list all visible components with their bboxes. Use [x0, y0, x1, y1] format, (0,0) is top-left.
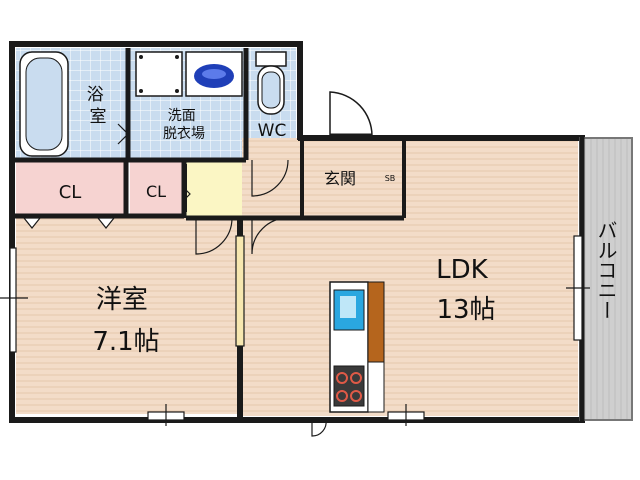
- washbasin-icon: [185, 51, 243, 97]
- closet-large-label: CL: [59, 182, 82, 203]
- balcony-rail: [579, 137, 633, 421]
- kitchen-sink-icon: [333, 289, 365, 331]
- closet-small-floor: [130, 162, 182, 216]
- closet-large-floor: [16, 162, 124, 216]
- washroom-label: 洗面 脱衣場: [163, 108, 205, 142]
- wc-label: WC: [258, 121, 287, 141]
- toilet-icon: [255, 51, 287, 115]
- windows: [0, 235, 590, 426]
- door-swings: [117, 123, 327, 437]
- western-room-label: 洋室 7.1帖: [92, 285, 159, 357]
- closet-small-label: CL: [146, 182, 166, 201]
- washing-machine-icon: [135, 51, 183, 97]
- closet-doors: [22, 217, 116, 229]
- ldk-label-line1: LDK: [436, 255, 489, 285]
- front-door: [329, 91, 373, 139]
- ldk-floor-upper: [404, 138, 578, 218]
- entrance-label: 玄関: [324, 169, 356, 188]
- stove-icon: [333, 365, 365, 407]
- balcony-label: バルコニー: [594, 220, 618, 320]
- bath-label: 浴 室: [87, 85, 109, 127]
- ldk-label-line2: 13帖: [436, 295, 495, 325]
- shoebox-label: SB: [385, 174, 396, 183]
- washroom-label-line1: 洗面: [168, 108, 196, 124]
- ldk-label: LDK 13帖: [436, 255, 496, 325]
- bathtub-icon: [19, 51, 69, 157]
- washroom-label-line2: 脱衣場: [163, 126, 205, 142]
- western-room-label-line2: 7.1帖: [92, 327, 159, 357]
- bath-label-line2: 室: [90, 107, 107, 127]
- western-room-floor: [16, 218, 238, 414]
- western-room-label-line1: 洋室: [96, 285, 148, 315]
- bath-label-line1: 浴: [87, 85, 104, 105]
